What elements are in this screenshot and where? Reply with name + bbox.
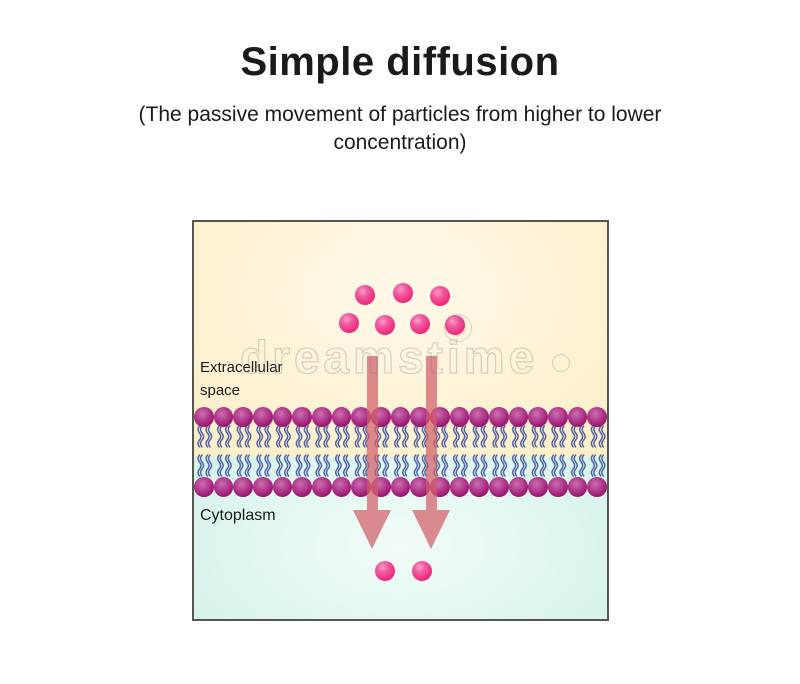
lipid-head <box>351 407 372 427</box>
diffusion-arrow <box>353 356 391 549</box>
arrow-head <box>353 510 391 549</box>
lipid-head <box>508 407 529 427</box>
lipid-head <box>449 407 470 427</box>
lipid-head <box>567 477 588 497</box>
watermark-registered-icon <box>552 354 570 372</box>
lipid-head <box>587 477 608 497</box>
lipid-head <box>233 477 254 497</box>
watermark-ring-icon <box>444 314 472 342</box>
arrow-head <box>412 510 450 549</box>
lipid-head <box>194 407 214 427</box>
lipid-head <box>489 477 509 497</box>
lipid-head <box>548 407 568 427</box>
lipid-head <box>469 407 490 427</box>
lipid-heads-row-top <box>194 407 608 427</box>
lipid-head <box>449 477 470 497</box>
lipid-head <box>272 477 293 497</box>
lipid-head <box>410 477 431 497</box>
watermark-ring-icon <box>450 320 466 336</box>
lipid-head <box>272 407 293 427</box>
lipid-head <box>253 477 273 497</box>
lipid-tails <box>194 425 607 477</box>
extracellular-label: Extracellular space <box>200 359 283 399</box>
particle-extracellular <box>339 313 359 333</box>
page-title: Simple diffusion <box>240 40 560 84</box>
particle-extracellular <box>393 283 413 303</box>
lipid-head <box>410 407 431 427</box>
lipid-head <box>331 407 352 427</box>
lipid-head <box>233 407 254 427</box>
lipid-head <box>390 477 411 497</box>
watermark-text: dreamstime <box>239 330 539 383</box>
lipid-head <box>312 477 332 497</box>
lipid-head <box>292 407 313 427</box>
lipid-head <box>213 407 234 427</box>
lipid-head <box>331 477 352 497</box>
arrow-shaft <box>425 356 437 510</box>
lipid-head <box>351 477 372 497</box>
arrow-shaft <box>366 356 378 510</box>
particle-extracellular <box>430 286 450 306</box>
lipid-head <box>390 407 411 427</box>
cytoplasm-label: Cytoplasm <box>200 507 276 524</box>
lipid-head <box>213 477 234 497</box>
lipid-head <box>253 407 273 427</box>
lipid-head <box>567 407 588 427</box>
particle-cytoplasm <box>375 561 395 581</box>
particle-extracellular <box>375 315 395 335</box>
lipid-head <box>587 407 608 427</box>
lipid-heads-row-bottom <box>194 477 608 497</box>
diffusion-arrow <box>412 356 450 549</box>
particle-extracellular <box>410 314 430 334</box>
diffusion-diagram: Extracellular space Cytoplasm <box>192 220 609 621</box>
lipid-head <box>548 477 568 497</box>
lipid-head <box>528 477 549 497</box>
particle-cytoplasm <box>412 561 432 581</box>
lipid-head <box>528 407 549 427</box>
lipid-head <box>489 407 509 427</box>
page-subtitle: (The passive movement of particles from … <box>138 103 662 154</box>
lipid-head <box>292 477 313 497</box>
lipid-head <box>194 477 214 497</box>
lipid-head <box>469 477 490 497</box>
lipid-head <box>508 477 529 497</box>
lipid-head <box>312 407 332 427</box>
particle-extracellular <box>355 285 375 305</box>
